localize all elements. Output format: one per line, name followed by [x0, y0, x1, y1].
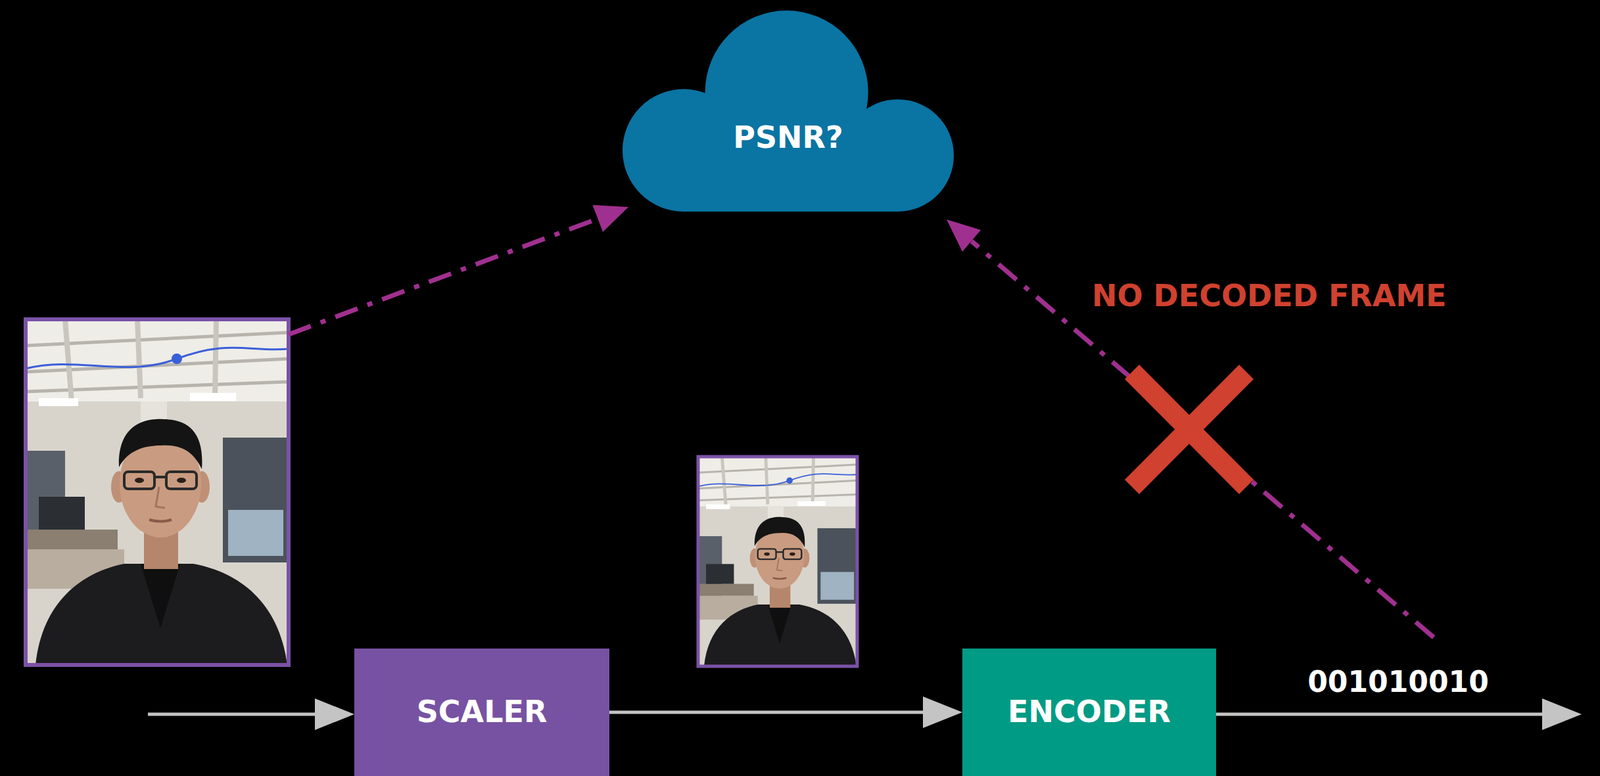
flow-arrow: [609, 696, 963, 729]
warning-label: NO DECODED FRAME: [1091, 278, 1447, 315]
source-photo: [25, 319, 289, 666]
photo-frame: [698, 456, 858, 667]
scaled-photo: [698, 456, 858, 666]
cloud-node: PSNR?: [622, 10, 954, 212]
input-arrow: [147, 698, 355, 731]
photo-frame: [25, 319, 289, 666]
node-text: PSNR?: [732, 119, 843, 156]
node-text: SCALER: [416, 694, 548, 731]
process-box: ENCODER: [962, 648, 1217, 776]
process-box: SCALER: [354, 648, 610, 776]
cloud-shape: [622, 10, 954, 212]
bitstream-label: 001010010: [1307, 665, 1489, 701]
cross-mark: [1131, 372, 1247, 488]
node-text: ENCODER: [1007, 694, 1171, 731]
dashed-arrow: [288, 205, 629, 335]
output-arrow: [1216, 698, 1582, 731]
